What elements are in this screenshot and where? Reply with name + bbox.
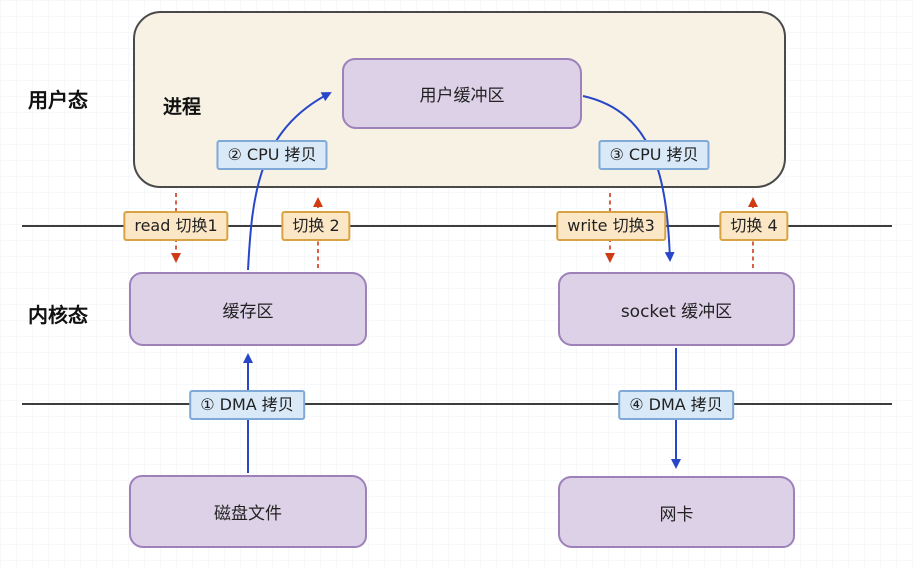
switch-3-chip: write 切换3	[556, 211, 666, 241]
node-kernel-buffer: 缓存区	[129, 272, 367, 346]
dma-copy-1-chip: ① DMA 拷贝	[189, 390, 305, 420]
node-user-buffer: 用户缓冲区	[342, 58, 582, 129]
cpu-copy-3-chip: ③ CPU 拷贝	[598, 140, 710, 170]
kernel-mode-label: 内核态	[28, 303, 88, 327]
process-label: 进程	[163, 96, 202, 118]
switch-1-chip: read 切换1	[123, 211, 229, 241]
cpu-copy-2-chip: ② CPU 拷贝	[216, 140, 328, 170]
node-socket-buffer: socket 缓冲区	[558, 272, 795, 346]
dma-copy-4-chip: ④ DMA 拷贝	[618, 390, 734, 420]
user-mode-label: 用户态	[28, 88, 88, 112]
switch-4-chip: 切换 4	[719, 211, 789, 241]
node-disk-file: 磁盘文件	[129, 475, 367, 548]
node-network-card: 网卡	[558, 476, 795, 548]
switch-2-chip: 切换 2	[281, 211, 351, 241]
